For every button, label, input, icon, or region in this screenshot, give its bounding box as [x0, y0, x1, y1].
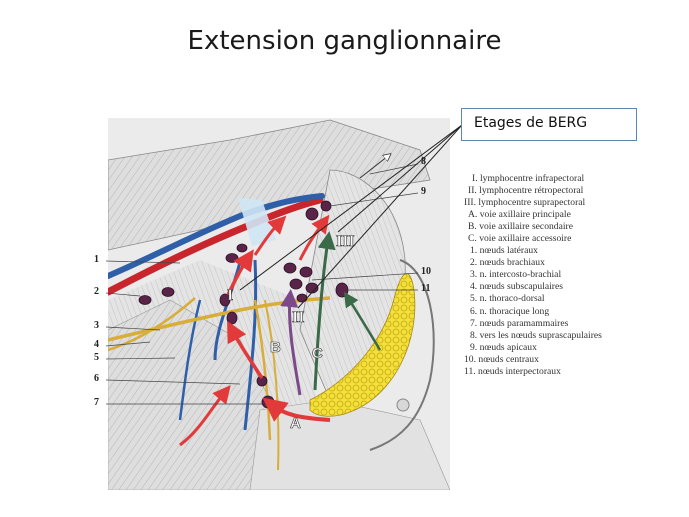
callout-10: 10	[421, 266, 431, 277]
legend-item: 1. nœuds latéraux	[470, 245, 538, 257]
callout-3: 3	[94, 320, 99, 331]
vein-branch-3	[178, 299, 202, 421]
lymph-node	[283, 262, 297, 274]
leader-10	[311, 272, 419, 281]
legend-item: 2. nœuds brachiaux	[470, 257, 545, 269]
lymph-arrow-red	[253, 215, 287, 256]
lymph-node	[236, 243, 248, 253]
axillary-artery	[108, 196, 324, 296]
leader-6	[105, 379, 241, 385]
callout-8: 8	[421, 156, 426, 167]
lymph-node	[226, 311, 238, 325]
lymph-arrow-red	[298, 214, 330, 261]
path-label-a: A	[290, 415, 301, 432]
path-label-b: B	[270, 339, 281, 356]
lymph-node	[138, 295, 152, 305]
leader-5	[105, 357, 176, 360]
lymph-node	[161, 287, 175, 297]
berg-leader-ii	[297, 124, 463, 309]
callout-2: 2	[94, 286, 99, 297]
legend-item: III. lymphocentre suprapectoral	[464, 197, 586, 209]
path-label-c: C	[312, 345, 323, 362]
vein-branch-2	[243, 259, 258, 431]
leader-9	[329, 192, 419, 207]
lymph-arrow-green	[343, 291, 382, 351]
leader-8	[369, 163, 419, 175]
legend-item: C. voie axillaire accessoire	[468, 233, 572, 245]
nipple	[396, 398, 410, 412]
zone-label-i: I	[227, 287, 233, 304]
callout-11: 11	[421, 283, 431, 294]
lymph-node	[289, 278, 303, 290]
long-thoracic-nerve	[264, 299, 280, 471]
lymph-arrow-purple	[280, 289, 302, 396]
lymph-node	[225, 253, 239, 263]
nerve-branch	[108, 297, 196, 352]
thoracodorsal-nerve	[253, 299, 272, 441]
skin-flap	[369, 259, 435, 451]
berg-leaders	[239, 124, 463, 309]
berg-leader-i	[239, 124, 463, 291]
legend-item: 3. n. intercosto-brachial	[470, 269, 562, 281]
legend-item: I. lymphocentre infrapectoral	[472, 173, 585, 184]
legend-item: 4. nœuds subscapulaires	[470, 281, 563, 293]
callout-5: 5	[94, 352, 99, 363]
legend-item: 6. n. thoracique long	[470, 305, 550, 317]
slide-title: Extension ganglionnaire	[187, 26, 502, 56]
berg-leader-iii	[337, 124, 463, 233]
berg-levels-label: Etages de BERG	[461, 108, 637, 141]
suprascapular-arrow	[359, 156, 388, 179]
arm-muscle-upper	[108, 119, 431, 251]
legend-item: B. voie axillaire secondaire	[468, 221, 573, 233]
lymph-node	[296, 293, 308, 303]
legend-item: 10. nœuds centraux	[464, 353, 539, 365]
axillary-vein	[108, 193, 325, 279]
lymph-arrow-red	[179, 385, 231, 447]
lymph-arrow-red	[262, 397, 331, 422]
leader-2	[105, 292, 141, 297]
callout-9: 9	[421, 186, 426, 197]
leader-4	[105, 341, 151, 347]
lymph-nodes	[138, 200, 349, 409]
legend-item: 7. nœuds paramammaires	[470, 317, 569, 329]
legend-item: 11. nœuds interpectoraux	[464, 365, 561, 377]
callout-7: 7	[94, 397, 99, 408]
lymph-node	[305, 207, 319, 221]
legend-item: 5. n. thoraco-dorsal	[470, 293, 545, 305]
apex-highlight	[238, 198, 276, 246]
lymph-node	[335, 282, 349, 298]
callout-6: 6	[94, 373, 99, 384]
legend-item: II. lymphocentre rétropectoral	[468, 185, 584, 197]
lymph-arrow-green	[313, 231, 336, 391]
legend-item: A. voie axillaire principale	[468, 209, 571, 221]
callout-4: 4	[94, 339, 99, 350]
lymph-node	[320, 200, 332, 212]
callout-leaders	[105, 163, 419, 405]
lymph-node	[219, 293, 231, 307]
callout-1: 1	[94, 254, 99, 265]
lymph-arrow-red	[227, 320, 264, 379]
legend: I. lymphocentre infrapectoral II. lympho…	[452, 173, 684, 378]
lymph-node	[299, 266, 313, 278]
leader-1	[105, 260, 181, 264]
legend-item: 9. nœuds apicaux	[470, 341, 537, 353]
zone-label-ii: II	[292, 309, 304, 326]
legend-item: 8. vers les nœuds suprascapulaires	[470, 329, 602, 341]
leader-3	[105, 326, 161, 331]
zone-label-iii: III	[336, 233, 355, 250]
lymph-arrow-red	[226, 249, 254, 296]
